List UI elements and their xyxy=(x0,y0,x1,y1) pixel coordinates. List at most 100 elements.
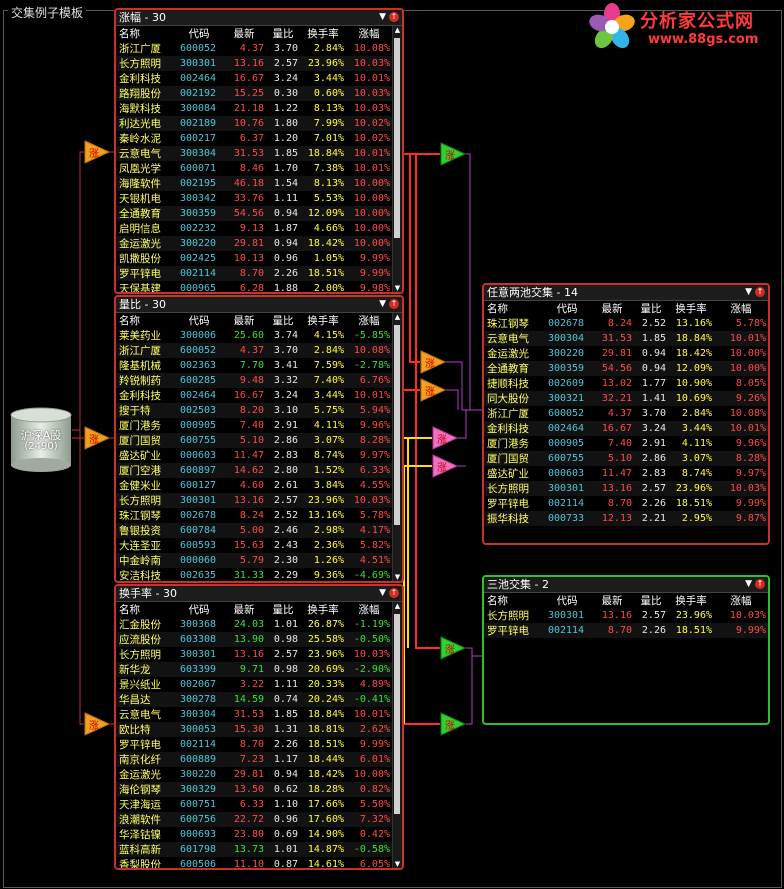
dropdown-arrow-icon[interactable]: ▼ xyxy=(379,299,386,309)
vertical-scrollbar[interactable]: ▲▼ xyxy=(392,313,402,581)
intersect-node-green-1[interactable]: 涨 xyxy=(440,142,466,166)
column-header[interactable]: 换手率 xyxy=(675,595,707,607)
collapse-up-icon[interactable]: ↑ xyxy=(755,287,765,297)
column-header[interactable]: 最新 xyxy=(601,303,623,315)
column-header[interactable]: 代码 xyxy=(188,28,210,40)
intersect-node-green-3[interactable]: 涨 xyxy=(440,712,466,736)
column-header[interactable]: 量比 xyxy=(272,604,294,616)
collapse-up-icon[interactable]: ↑ xyxy=(389,588,399,598)
dropdown-arrow-icon[interactable]: ▼ xyxy=(745,287,752,297)
column-header[interactable]: 最新 xyxy=(233,315,255,327)
dropdown-arrow-icon[interactable]: ▼ xyxy=(379,12,386,22)
column-header[interactable]: 换手率 xyxy=(307,315,339,327)
column-header[interactable]: 量比 xyxy=(640,303,662,315)
column-header[interactable]: 名称 xyxy=(487,303,508,315)
dropdown-arrow-icon[interactable]: ▼ xyxy=(745,579,752,589)
scroll-down-icon[interactable]: ▼ xyxy=(394,573,401,581)
column-header[interactable]: 量比 xyxy=(272,28,294,40)
column-header[interactable]: 涨幅 xyxy=(358,604,380,616)
intersect-node-pink-1[interactable]: 涨 xyxy=(432,426,458,450)
vertical-scrollbar[interactable]: ▲▼ xyxy=(392,26,402,292)
collapse-up-icon[interactable]: ↑ xyxy=(389,12,399,22)
scroll-down-icon[interactable]: ▼ xyxy=(394,284,401,292)
source-database-node[interactable]: 沪深A股 (2490) xyxy=(10,407,72,473)
vertical-scrollbar[interactable]: ▲▼ xyxy=(392,602,402,868)
column-header[interactable]: 最新 xyxy=(233,28,255,40)
filter-node-lb[interactable]: 涨 xyxy=(84,426,110,450)
filter-node-zf[interactable]: 涨 xyxy=(84,140,110,164)
column-header[interactable]: 涨幅 xyxy=(730,595,752,607)
column-header[interactable]: 名称 xyxy=(487,595,508,607)
column-header[interactable]: 代码 xyxy=(556,303,578,315)
scroll-up-icon[interactable]: ▲ xyxy=(394,602,401,610)
column-header[interactable]: 量比 xyxy=(640,595,662,607)
intersect-node-green-2[interactable]: 涨 xyxy=(440,636,466,660)
column-header[interactable]: 涨幅 xyxy=(358,315,380,327)
intersect-node-orange-2[interactable]: 涨 xyxy=(420,378,446,402)
column-header[interactable]: 最新 xyxy=(601,595,623,607)
scroll-thumb[interactable] xyxy=(394,614,400,814)
column-header[interactable]: 换手率 xyxy=(307,604,339,616)
collapse-up-icon[interactable]: ↑ xyxy=(389,299,399,309)
scroll-thumb[interactable] xyxy=(394,38,400,238)
column-header[interactable]: 名称 xyxy=(119,28,140,40)
column-header[interactable]: 换手率 xyxy=(675,303,707,315)
column-header[interactable]: 换手率 xyxy=(307,28,339,40)
scroll-up-icon[interactable]: ▲ xyxy=(394,26,401,34)
